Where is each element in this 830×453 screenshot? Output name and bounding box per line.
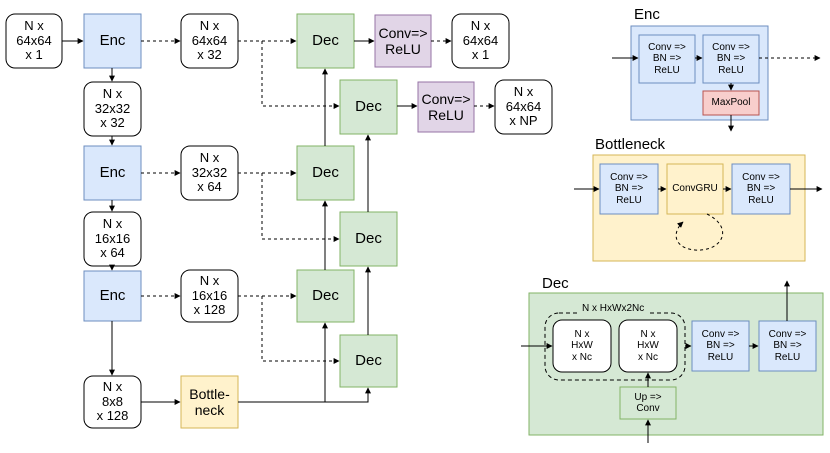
enc2-box <box>83 145 142 201</box>
input-tensor-box <box>5 13 63 69</box>
enc-detail-title: Enc <box>634 6 660 23</box>
dec-detail-up-box <box>618 319 678 373</box>
bottleneck-detail-recurrent-loop <box>675 213 724 251</box>
dec-mid-box <box>296 145 355 201</box>
feat8-box <box>83 375 142 429</box>
dec-low2-box <box>339 334 398 388</box>
bottleneck-detail-title: Bottleneck <box>595 136 666 153</box>
enc3-box <box>83 270 142 322</box>
dec-detail-concat-label: N x HxWx2Nc <box>579 303 648 314</box>
feat16-pool-box <box>83 211 142 267</box>
enc1-box <box>83 13 142 69</box>
dec-detail-connectors <box>521 280 790 443</box>
dec-detail-block1 <box>691 320 750 372</box>
conv-out2-box <box>417 81 475 133</box>
dec-low-box <box>296 269 355 323</box>
feat32-box <box>180 145 239 201</box>
conv-out1-box <box>374 14 432 68</box>
feat16-box <box>180 269 239 323</box>
dashed-connectors <box>141 38 495 364</box>
enc-detail-block1 <box>638 34 696 84</box>
solid-connectors <box>62 38 418 405</box>
dec-detail-block2 <box>758 320 817 372</box>
bottleneck-box <box>180 375 239 429</box>
dash-feat16-to-declow2 <box>261 296 340 364</box>
bottleneck-detail-connectors <box>574 186 823 251</box>
dec-detail-upconv <box>619 386 677 420</box>
feat64-box <box>180 13 239 69</box>
bottleneck-detail-block2 <box>731 163 791 215</box>
bottleneck-detail-convgru <box>666 163 724 215</box>
out2-box <box>494 79 553 135</box>
enc-detail-maxpool <box>702 90 760 116</box>
dec-detail-skip-box <box>552 319 612 373</box>
dec-top2-box <box>339 79 398 135</box>
arrow-bottleneck-up-path <box>238 387 371 403</box>
dec-mid2-box <box>339 211 398 267</box>
enc-detail-connectors <box>612 55 821 132</box>
dash-feat32-to-decmid2 <box>261 173 340 242</box>
bottleneck-detail-block1 <box>599 163 659 215</box>
dec-top-box <box>296 13 355 69</box>
feat32-pool-box <box>83 81 142 137</box>
dash-feat64-to-dectop2 <box>261 41 340 109</box>
out1-box <box>451 13 510 69</box>
dec-detail-title: Dec <box>542 275 569 292</box>
enc-detail-block2 <box>702 34 760 84</box>
